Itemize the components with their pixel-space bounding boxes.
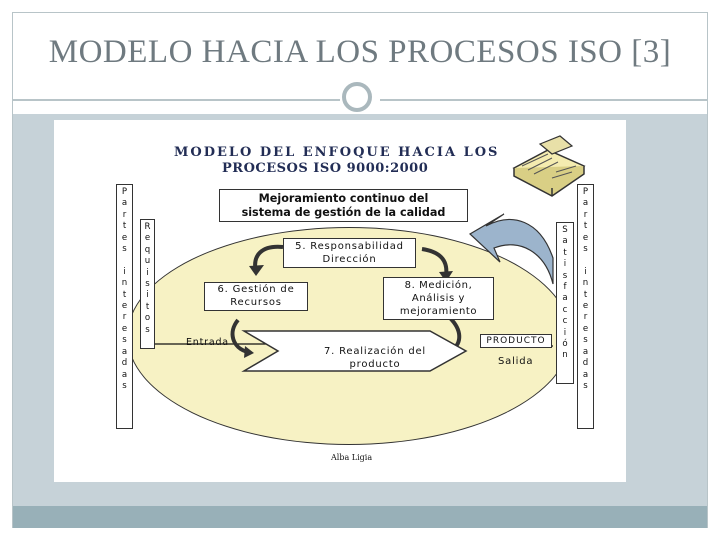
vertical-letter: P [121,187,128,197]
continuous-improvement-box: Mejoramiento continuo del sistema de ges… [219,189,468,222]
vertical-letter: ó [562,339,568,350]
vertical-letter: t [563,247,567,258]
product-realization-arrow [241,330,468,372]
feedback-big-arrow [469,213,554,285]
measurement-analysis-line3: mejoramiento [399,306,478,317]
vertical-letter: a [582,346,589,357]
diagram-title-line1: MODELO DEL ENFOQUE HACIA LOS [174,145,500,160]
book-icon [512,135,586,197]
vertical-letter: R [144,222,151,232]
vertical-letter: r [122,209,127,220]
vertical-letter: n [121,278,128,289]
diagram-title-line2: PROCESOS ISO 9000:2000 [222,161,429,176]
vertical-letter: n [582,278,589,289]
vertical-letter: a [562,236,568,247]
product-realization-line1: 7. Realización del [323,346,427,357]
product-box: PRODUCTO [480,334,552,348]
vertical-letter: i [584,266,587,277]
vertical-letter: e [121,323,128,334]
vertical-letter: c [562,316,568,327]
vertical-letter: s [562,270,568,281]
vertical-letter: r [583,312,588,323]
vertical-letter: t [122,221,127,232]
vertical-letter: s [583,380,588,391]
resource-management-box: 6. Gestión de Recursos [204,282,308,311]
vertical-letter: r [122,312,127,323]
vertical-letter: s [583,244,588,255]
author-credit: Alba Ligia [331,453,373,462]
vertical-letter: a [582,198,589,209]
vertical-letter: t [583,289,588,300]
vertical-letter: i [146,290,149,301]
resource-management-line2: Recursos [230,296,282,308]
management-responsibility-line2: Dirección [322,254,377,265]
bottom-bar [13,506,707,528]
vertical-letter: P [582,187,589,197]
vertical-letter: s [145,279,150,290]
vertical-letter: a [121,198,128,209]
vertical-letter: u [144,256,151,267]
vertical-letter: e [582,301,589,312]
slide-title: MODELO HACIA LOS PROCESOS ISO [3] [48,34,672,70]
output-label: Salida [498,356,534,367]
vertical-letter: c [562,304,568,315]
vertical-letter: d [582,358,589,369]
vertical-letter: i [563,327,567,338]
measurement-analysis-box: 8. Medición, Análisis y mejoramiento [383,277,494,320]
resource-management-line1: 6. Gestión de [217,284,295,295]
vertical-letter: S [562,225,568,235]
vertical-letter: s [145,324,150,335]
vertical-letter: e [121,232,128,243]
measurement-analysis-line1: 8. Medición, [404,280,473,291]
vertical-letter: e [582,323,589,334]
vertical-letter: d [121,358,128,369]
vertical-letter: r [583,209,588,220]
vertical-letter: a [562,293,568,304]
product-realization-label: 7. Realización del producto [316,345,434,371]
vertical-letter: t [122,289,127,300]
title-ring-ornament [342,82,372,112]
vertical-letter: q [144,244,151,255]
vertical-letter: t [145,301,150,312]
vertical-letter: o [144,313,151,324]
product-realization-line2: producto [349,359,401,370]
vertical-letter: s [122,335,127,346]
measurement-analysis-line2: Análisis y [411,293,466,304]
vertical-letter: a [582,369,589,380]
vertical-letter: a [121,346,128,357]
continuous-improvement-line1: Mejoramiento continuo del [258,192,429,205]
vertical-letter: i [123,266,126,277]
vertical-letter: s [122,380,127,391]
vertical-letter: e [144,233,151,244]
vertical-letter: e [121,301,128,312]
vertical-letter: a [121,369,128,380]
vertical-letter: i [563,259,567,270]
cycle-arrow-lower-left [230,318,249,354]
title-rule-left [13,99,340,101]
vertical-letter: n [562,350,568,361]
management-responsibility-line1: 5. Responsabilidad [295,241,404,252]
vertical-letter: s [122,244,127,255]
management-responsibility-box: 5. Responsabilidad Dirección [283,238,416,268]
vertical-letter: e [582,232,589,243]
vertical-letter: i [146,267,149,278]
continuous-improvement-line2: sistema de gestión de la calidad [241,206,446,219]
vertical-letter: s [583,335,588,346]
input-label: Entrada [186,337,229,348]
vertical-letter: f [563,282,567,293]
vertical-letter: t [583,221,588,232]
title-rule-right [380,99,707,101]
